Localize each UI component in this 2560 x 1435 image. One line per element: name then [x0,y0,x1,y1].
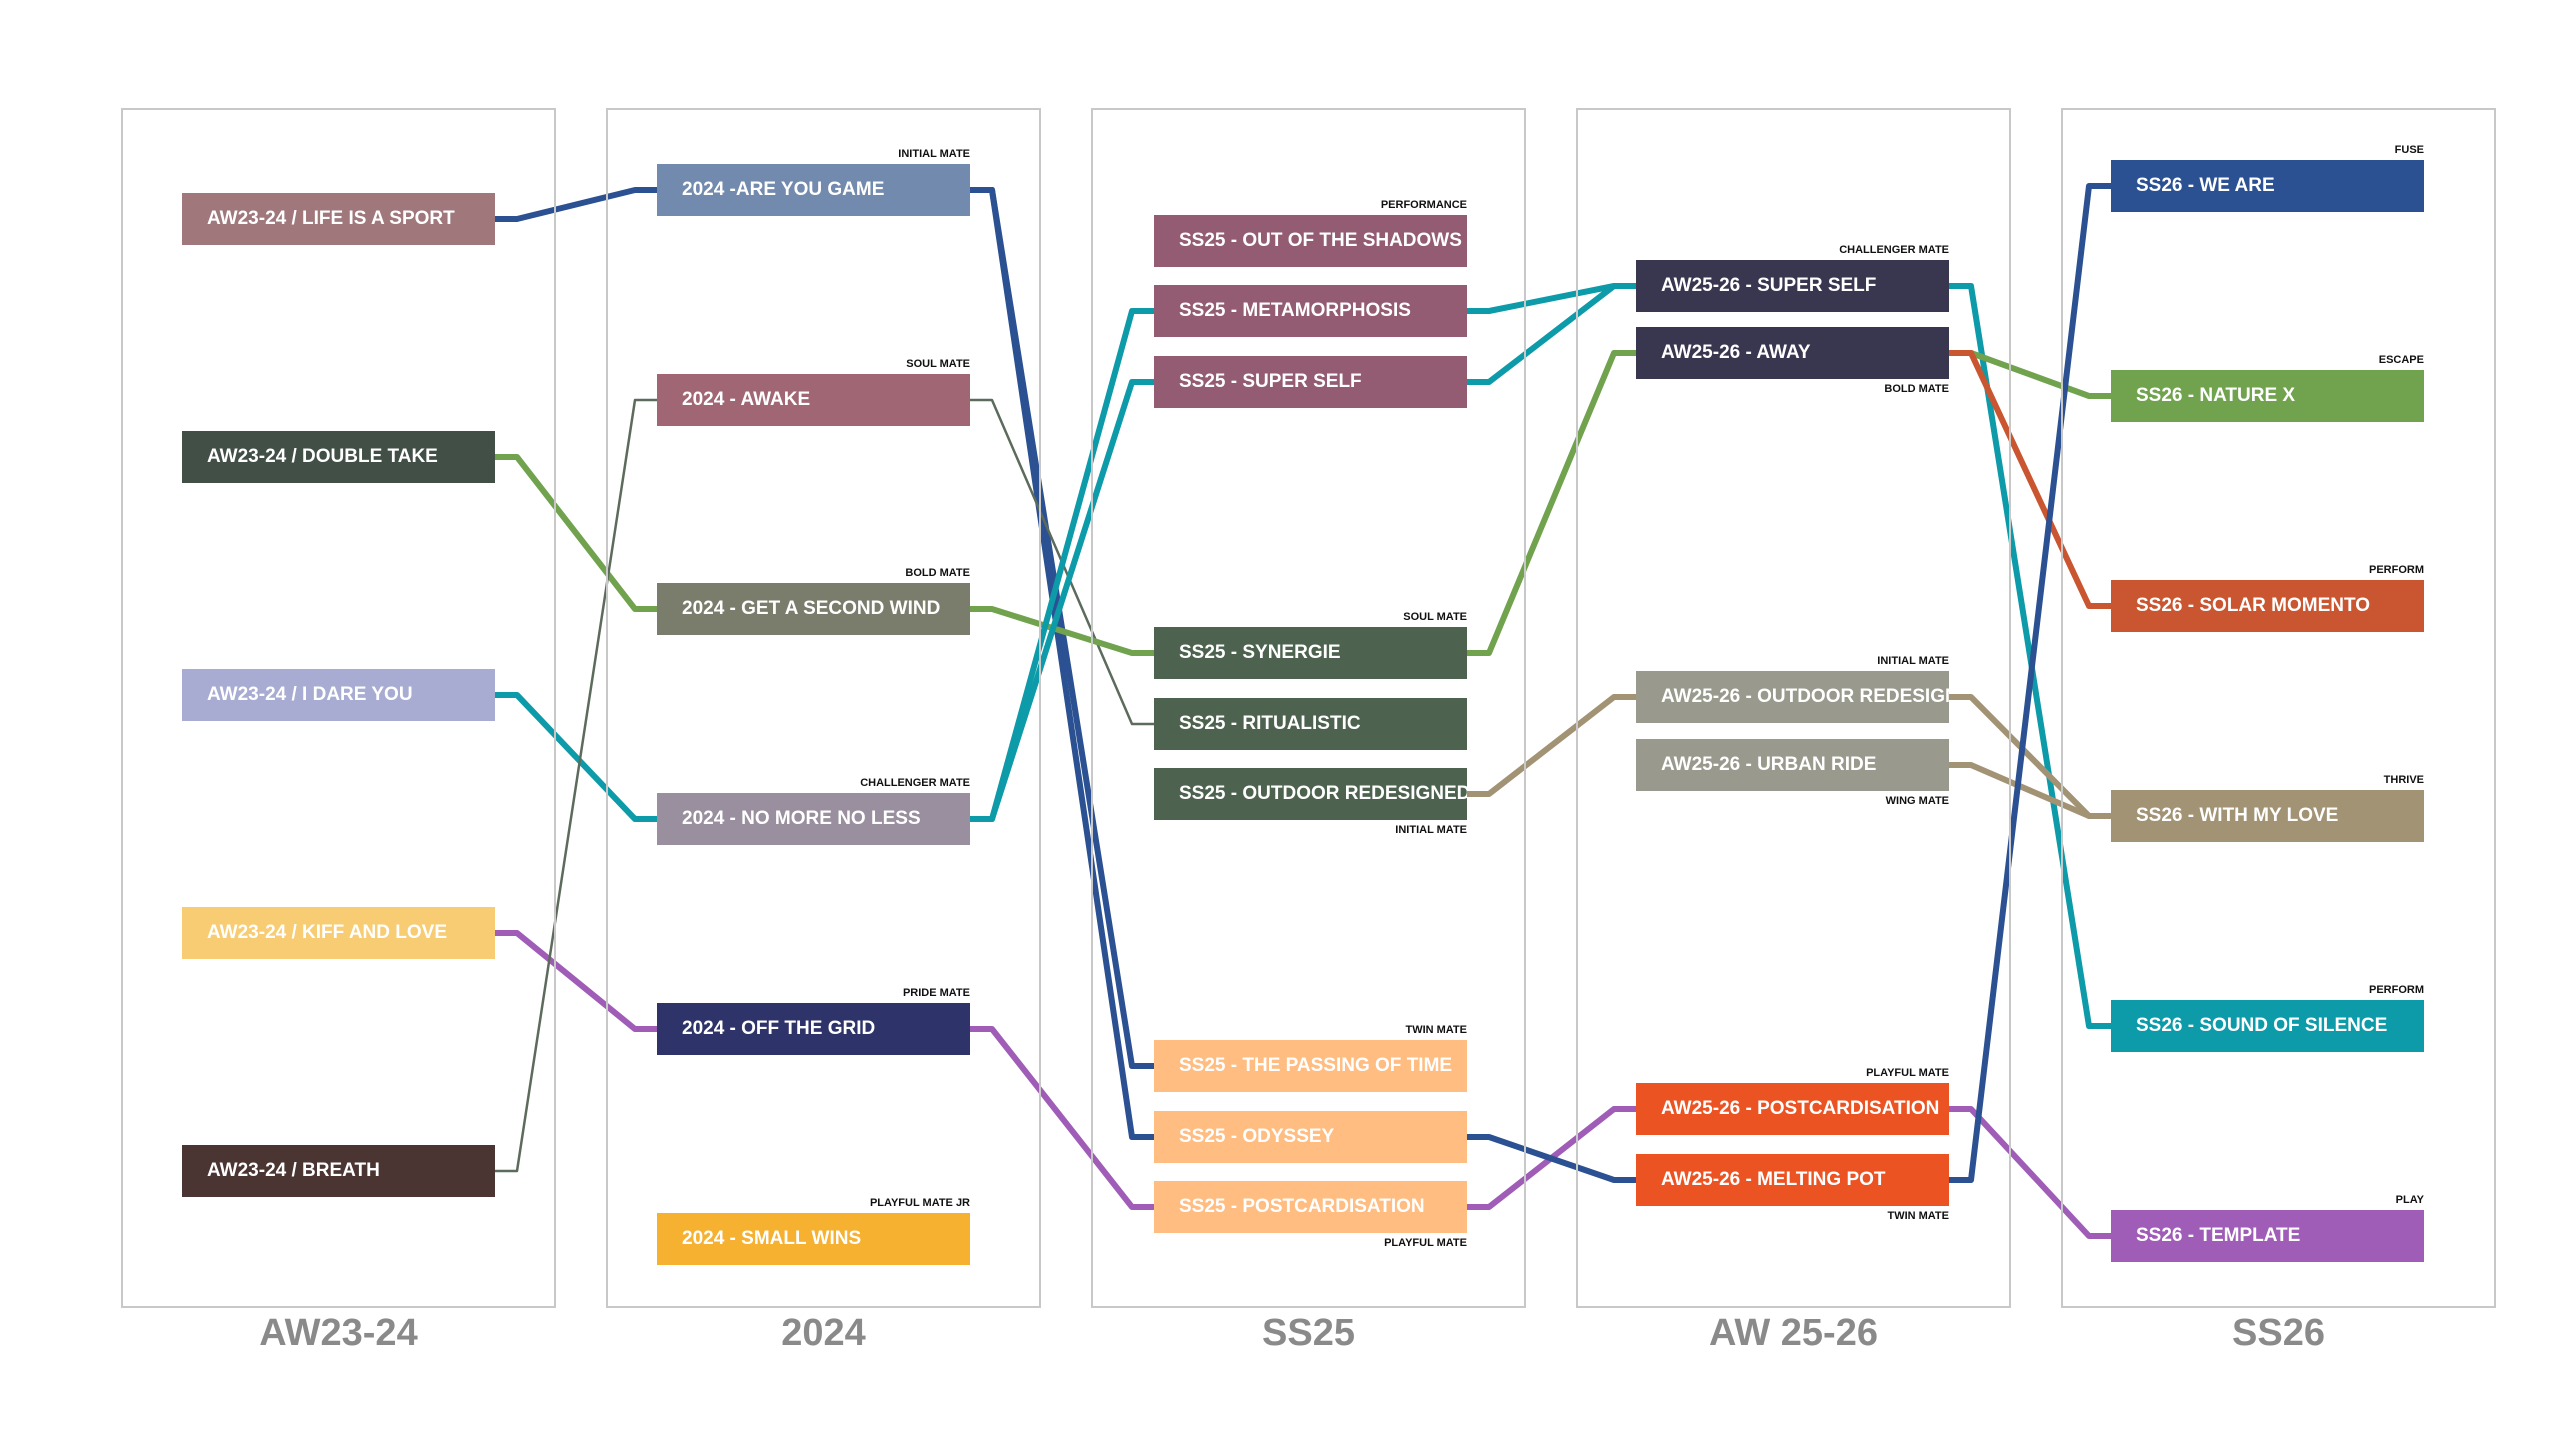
node-s-passing: SS25 - THE PASSING OF TIME [1154,1040,1467,1092]
column-ss25 [1091,108,1526,1308]
node-tag-a-urban: WING MATE [1885,795,1949,807]
node-a-postcard: AW25-26 - POSTCARDISATION [1636,1083,1949,1135]
node-tag-n-nature: ESCAPE [2378,354,2424,366]
node-tag-y-small: PLAYFUL MATE JR [869,1197,970,1209]
link-y-wind-to-s-synergie [970,606,1154,656]
node-tag-y-game: INITIAL MATE [898,148,970,160]
link-aw-double-to-y-wind [495,454,657,612]
node-tag-s-synergie: SOUL MATE [1403,611,1467,623]
node-n-silence: SS26 - SOUND OF SILENCE [2111,1000,2424,1052]
link-s-superself-to-a-superself [1467,283,1636,385]
node-a-away: AW25-26 - AWAY [1636,327,1949,379]
node-y-grid: 2024 - OFF THE GRID [657,1003,970,1055]
node-y-awake: 2024 - AWAKE [657,374,970,426]
node-tag-n-solar: PERFORM [2369,564,2424,576]
node-a-melting: AW25-26 - MELTING POT [1636,1154,1949,1206]
node-s-postcard: SS25 - POSTCARDISATION [1154,1181,1467,1233]
node-s-shadows: SS25 - OUT OF THE SHADOWS [1154,215,1467,267]
node-tag-s-shadows: PERFORMANCE [1380,199,1467,211]
column-aw25-26 [1576,108,2011,1308]
node-s-ritual: SS25 - RITUALISTIC [1154,698,1467,750]
node-tag-s-postcard: PLAYFUL MATE [1384,1237,1467,1249]
node-a-superself: AW25-26 - SUPER SELF [1636,260,1949,312]
node-s-superself: SS25 - SUPER SELF [1154,356,1467,408]
node-tag-a-outdoor: INITIAL MATE [1877,655,1949,667]
link-a-urban-to-n-love [1949,762,2111,819]
column-label-ss25: SS25 [1262,1312,1355,1354]
node-aw-kiff: AW23-24 / KIFF AND LOVE [182,907,495,959]
node-n-love: SS26 - WITH MY LOVE [2111,790,2424,842]
link-y-grid-to-s-postcard [970,1026,1154,1210]
node-tag-s-passing: TWIN MATE [1405,1024,1467,1036]
node-y-game: 2024 -ARE YOU GAME [657,164,970,216]
column-label-ss26: SS26 [2232,1312,2325,1354]
node-tag-n-love: THRIVE [2383,774,2424,786]
link-a-melting-to-n-weare [1949,183,2111,1183]
node-aw-breath: AW23-24 / BREATH [182,1145,495,1197]
link-aw-kiff-to-y-grid [495,930,657,1032]
link-s-synergie-to-a-away [1467,350,1636,656]
node-y-small: 2024 - SMALL WINS [657,1213,970,1265]
node-y-wind: 2024 - GET A SECOND WIND [657,583,970,635]
link-a-superself-to-n-silence [1949,283,2111,1029]
node-n-weare: SS26 - WE ARE [2111,160,2424,212]
node-tag-s-outdoor: INITIAL MATE [1395,824,1467,836]
link-y-nomore-to-s-superself [970,379,1154,822]
node-y-nomore: 2024 - NO MORE NO LESS [657,793,970,845]
node-aw-dare: AW23-24 / I DARE YOU [182,669,495,721]
node-s-outdoor: SS25 - OUTDOOR REDESIGNED [1154,768,1467,820]
node-aw-double: AW23-24 / DOUBLE TAKE [182,431,495,483]
column-label-2024: 2024 [781,1312,866,1354]
node-tag-n-template: PLAY [2395,1194,2424,1206]
node-s-meta: SS25 - METAMORPHOSIS [1154,285,1467,337]
column-ss26 [2061,108,2496,1308]
node-tag-a-postcard: PLAYFUL MATE [1866,1067,1949,1079]
node-tag-y-awake: SOUL MATE [906,358,970,370]
node-s-odyssey: SS25 - ODYSSEY [1154,1111,1467,1163]
node-tag-y-grid: PRIDE MATE [902,987,970,999]
link-aw-sport-to-y-game [495,187,657,222]
node-tag-n-weare: FUSE [2394,144,2424,156]
node-n-solar: SS26 - SOLAR MOMENTO [2111,580,2424,632]
node-tag-a-away: BOLD MATE [1884,383,1949,395]
node-a-outdoor: AW25-26 - OUTDOOR REDESIGNED [1636,671,1949,723]
link-a-postcard-to-n-template [1949,1106,2111,1239]
link-aw-dare-to-y-nomore [495,692,657,822]
node-tag-a-superself: CHALLENGER MATE [1839,244,1949,256]
node-tag-y-nomore: CHALLENGER MATE [860,777,970,789]
link-a-away-to-n-solar [1949,350,2111,609]
node-n-nature: SS26 - NATURE X [2111,370,2424,422]
node-s-synergie: SS25 - SYNERGIE [1154,627,1467,679]
node-a-urban: AW25-26 - URBAN RIDE [1636,739,1949,791]
node-tag-a-melting: TWIN MATE [1887,1210,1949,1222]
column-aw23-24 [121,108,556,1308]
node-aw-sport: AW23-24 / LIFE IS A SPORT [182,193,495,245]
column-label-aw23-24: AW23-24 [259,1312,418,1354]
column-2024 [606,108,1041,1308]
node-tag-y-wind: BOLD MATE [905,567,970,579]
link-s-odyssey-to-a-melting [1467,1134,1636,1183]
node-n-template: SS26 - TEMPLATE [2111,1210,2424,1262]
link-s-outdoor-to-a-outdoor [1467,694,1636,797]
node-tag-n-silence: PERFORM [2369,984,2424,996]
column-label-aw25-26: AW 25-26 [1709,1312,1878,1354]
link-aw-breath-to-y-awake [495,398,657,1173]
